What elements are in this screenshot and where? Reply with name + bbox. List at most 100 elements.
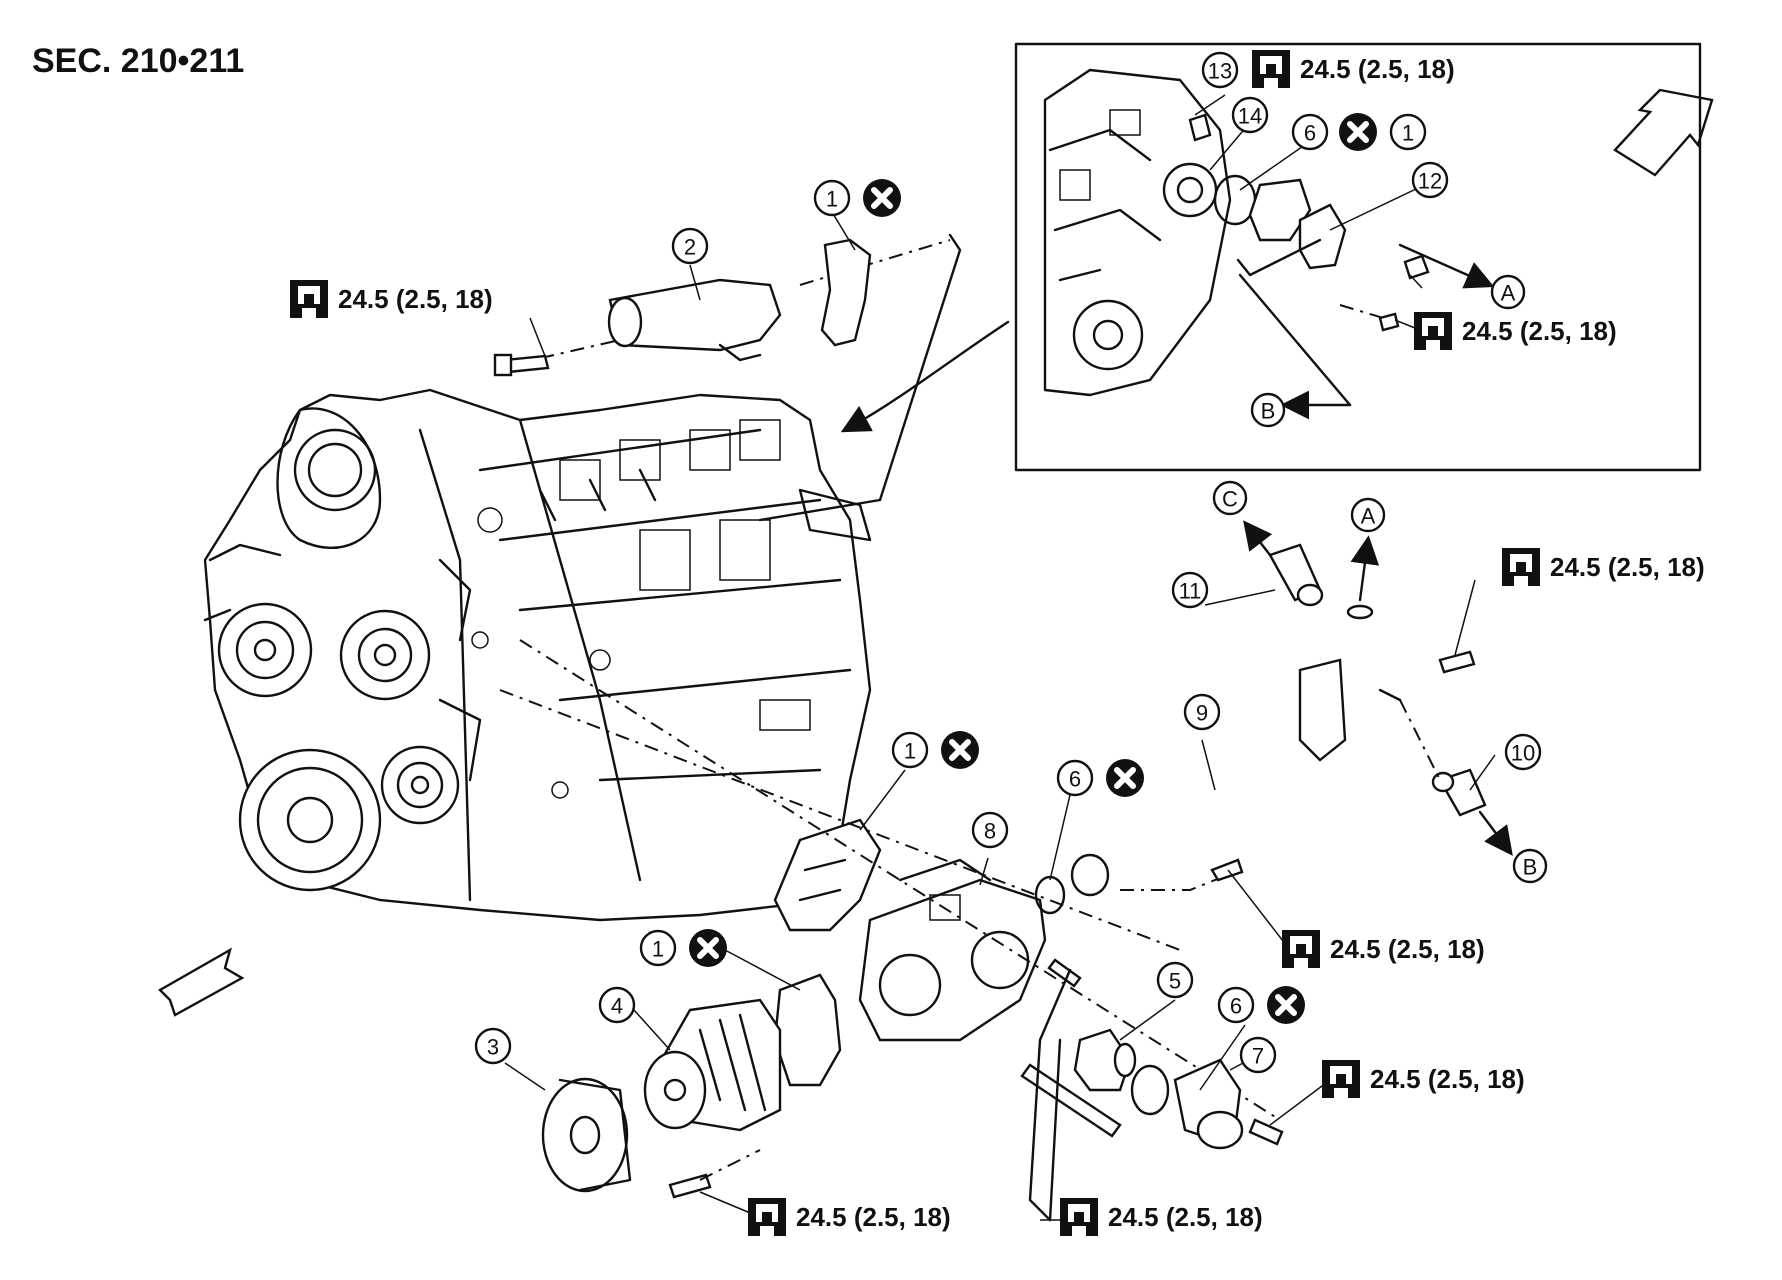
torque-spec-3: 24.5 (2.5, 18) xyxy=(1414,312,1617,350)
do-not-reuse-icon xyxy=(863,179,901,217)
callout-1-inset: 1 xyxy=(1389,113,1427,151)
inset-pointer-arrow xyxy=(840,320,1010,433)
svg-text:5: 5 xyxy=(1169,969,1181,994)
torque-wrench-icon xyxy=(748,1198,786,1236)
svg-text:1: 1 xyxy=(1402,121,1414,146)
callout-2: 2 xyxy=(671,227,709,265)
do-not-reuse-icon xyxy=(1339,113,1377,151)
torque-wrench-icon xyxy=(1060,1198,1098,1236)
part-2-water-outlet xyxy=(509,233,962,522)
callout-8: 8 xyxy=(971,811,1009,849)
long-bolt xyxy=(1020,1063,1122,1138)
part-1-gasket-mid xyxy=(773,818,882,932)
torque-wrench-icon xyxy=(290,280,328,318)
torque-spec-1: 24.5 (2.5, 18) xyxy=(290,280,493,318)
part-8-housing xyxy=(858,858,1047,1042)
torque-wrench-icon xyxy=(1282,930,1320,968)
svg-text:A: A xyxy=(1361,504,1376,529)
bolt-part-9-right xyxy=(1438,650,1476,674)
callout-b-inset: B xyxy=(1250,392,1286,428)
part-4-water-pump xyxy=(643,998,782,1132)
callout-14: 14 xyxy=(1231,96,1269,134)
part-9-water-pipe xyxy=(1070,604,1402,897)
assembly-axis xyxy=(519,639,1281,1121)
callout-a-right: A xyxy=(1350,497,1386,533)
torque-wrench-icon xyxy=(1252,50,1290,88)
svg-text:1: 1 xyxy=(652,937,664,962)
callout-a-inset: A xyxy=(1490,274,1526,310)
callout-1-top: 1 xyxy=(813,179,851,217)
svg-text:10: 10 xyxy=(1511,741,1535,766)
svg-text:24.5 (2.5, 18): 24.5 (2.5, 18) xyxy=(1550,552,1705,582)
section-label: SEC. 210•211 xyxy=(32,42,244,80)
svg-text:4: 4 xyxy=(611,994,623,1019)
do-not-reuse-icon xyxy=(941,731,979,769)
do-not-reuse-icon xyxy=(1106,759,1144,797)
engine-block xyxy=(203,388,872,922)
bolt-part-9-lower xyxy=(1210,858,1244,882)
svg-text:24.5 (2.5, 18): 24.5 (2.5, 18) xyxy=(1108,1202,1263,1232)
part-6-o-ring-low xyxy=(1130,1064,1170,1116)
part-6-o-ring xyxy=(1034,875,1066,915)
callout-1-mid: 1 xyxy=(891,731,929,769)
bolt-part-7 xyxy=(1248,1118,1284,1146)
svg-text:8: 8 xyxy=(984,819,996,844)
svg-text:14: 14 xyxy=(1238,104,1262,129)
torque-spec-2: 24.5 (2.5, 18) xyxy=(1252,50,1455,88)
svg-text:13: 13 xyxy=(1208,59,1232,84)
part-1-gasket-top xyxy=(820,238,872,347)
svg-text:24.5 (2.5, 18): 24.5 (2.5, 18) xyxy=(1370,1064,1525,1094)
svg-text:6: 6 xyxy=(1304,121,1316,146)
svg-text:24.5 (2.5, 18): 24.5 (2.5, 18) xyxy=(1300,54,1455,84)
callout-4: 4 xyxy=(598,986,636,1024)
svg-text:A: A xyxy=(1501,281,1516,306)
torque-wrench-icon xyxy=(1322,1060,1360,1098)
callout-3: 3 xyxy=(474,1027,512,1065)
svg-text:B: B xyxy=(1523,855,1538,880)
torque-spec-4: 24.5 (2.5, 18) xyxy=(1502,548,1705,586)
inset-detail xyxy=(1014,42,1702,472)
svg-text:11: 11 xyxy=(1179,579,1202,604)
svg-text:7: 7 xyxy=(1252,1044,1264,1069)
torque-wrench-icon xyxy=(1414,312,1452,350)
bolt-part-4 xyxy=(668,1173,712,1199)
do-not-reuse-icon xyxy=(1267,986,1305,1024)
short-bolt xyxy=(1047,958,1082,988)
callout-11: 11 xyxy=(1171,571,1209,609)
callout-7: 7 xyxy=(1239,1036,1277,1074)
torque-spec-6: 24.5 (2.5, 18) xyxy=(1322,1060,1525,1098)
callout-6-mid: 6 xyxy=(1056,759,1094,797)
svg-text:6: 6 xyxy=(1230,994,1242,1019)
torque-spec-7: 24.5 (2.5, 18) xyxy=(748,1198,951,1236)
callout-1-low: 1 xyxy=(639,929,677,967)
svg-text:24.5 (2.5, 18): 24.5 (2.5, 18) xyxy=(1330,934,1485,964)
callout-10: 10 xyxy=(1504,733,1542,771)
svg-text:6: 6 xyxy=(1069,767,1081,792)
svg-text:B: B xyxy=(1261,399,1276,424)
svg-text:1: 1 xyxy=(904,739,916,764)
front-arrow-icon-inset xyxy=(1613,88,1714,177)
torque-spec-8: 24.5 (2.5, 18) xyxy=(1060,1198,1263,1236)
torque-wrench-icon xyxy=(1502,548,1540,586)
svg-text:3: 3 xyxy=(487,1035,499,1060)
svg-text:1: 1 xyxy=(826,187,838,212)
svg-text:24.5 (2.5, 18): 24.5 (2.5, 18) xyxy=(338,284,493,314)
part-7-thermostat-housing xyxy=(1173,1058,1244,1150)
callout-9: 9 xyxy=(1183,693,1221,731)
do-not-reuse-icon xyxy=(689,929,727,967)
callout-5: 5 xyxy=(1156,961,1194,999)
front-arrow-icon xyxy=(158,947,245,1017)
part-1-gasket-low xyxy=(773,973,842,1087)
svg-text:24.5 (2.5, 18): 24.5 (2.5, 18) xyxy=(796,1202,951,1232)
svg-text:24.5 (2.5, 18): 24.5 (2.5, 18) xyxy=(1462,316,1617,346)
part-3-pulley xyxy=(541,1077,632,1193)
callout-6-low: 6 xyxy=(1217,986,1255,1024)
callout-12: 12 xyxy=(1411,161,1449,199)
svg-text:2: 2 xyxy=(684,235,696,260)
svg-text:9: 9 xyxy=(1196,701,1208,726)
torque-spec-5: 24.5 (2.5, 18) xyxy=(1282,930,1485,968)
callout-13: 13 xyxy=(1201,51,1239,89)
callout-b-right: B xyxy=(1512,848,1548,884)
